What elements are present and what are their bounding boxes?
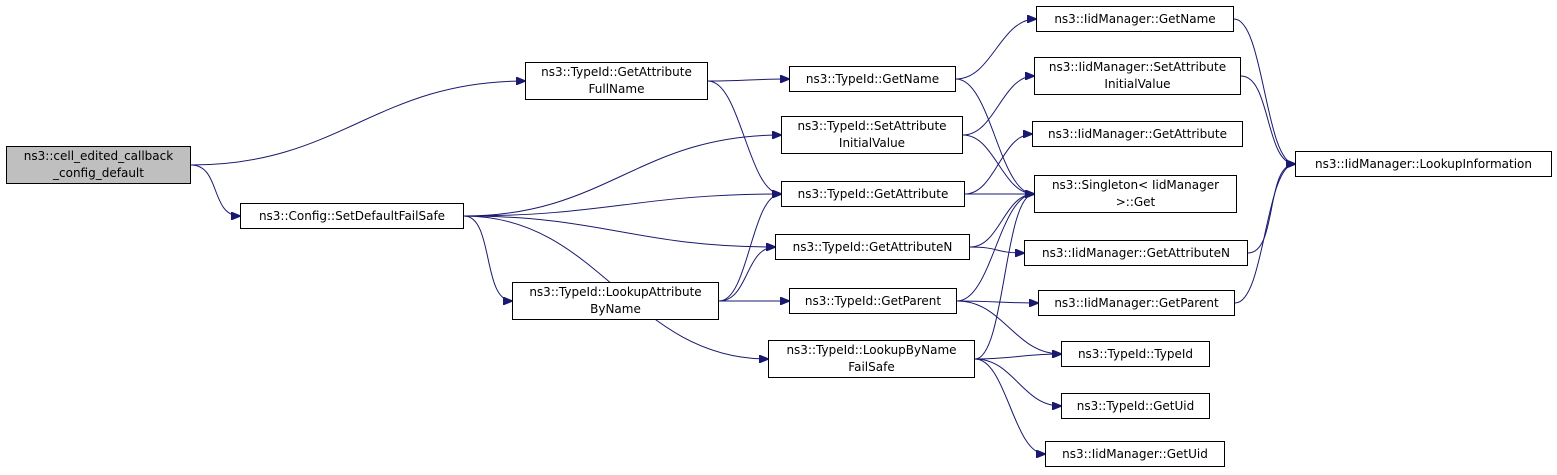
edge-set_default_failsafe-to-typeid_set_attr_initial — [463, 135, 781, 217]
edge-typeid_get_parent-to-typeid_ctor — [956, 300, 1061, 354]
node-iidmanager-get-attribute[interactable]: ns3::IidManager::GetAttribute — [1032, 121, 1243, 147]
edge-set_default_failsafe-to-typeid_get_attribute — [463, 194, 781, 217]
edge-typeid_set_attr_initial-to-iid_set_attr_initial — [962, 76, 1034, 136]
node-label-line: InitialValue — [838, 136, 906, 150]
edge-typeid_get_name-to-iid_get_name — [955, 19, 1036, 80]
edge-iid_get_name-to-iid_lookup_information — [1233, 18, 1295, 164]
edge-iid_get_parent-to-iid_lookup_information — [1234, 164, 1295, 304]
node-label-line: InitialValue — [1104, 77, 1171, 91]
edge-typeid_lookup_by_name-to-singleton_get — [974, 194, 1034, 360]
node-label-line: ns3::TypeId::TypeId — [1077, 346, 1194, 361]
edge-typeid_lookup_by_name-to-iid_get_uid — [974, 358, 1045, 454]
node-typeid-get-parent[interactable]: ns3::TypeId::GetParent — [789, 288, 957, 314]
node-label-line: >::Get — [1115, 195, 1156, 209]
node-label-line: ns3::IidManager::GetAttributeN — [1042, 245, 1230, 260]
node-label-line: FullName — [588, 82, 645, 96]
node-label-line: ns3::IidManager::LookupInformation — [1315, 156, 1532, 171]
node-label-line: ns3::TypeId::GetAttribute — [541, 65, 692, 79]
edge-iid_set_attr_initial-to-iid_lookup_information — [1240, 75, 1295, 164]
node-typeid-get-name[interactable]: ns3::TypeId::GetName — [789, 66, 956, 92]
node-typeid-typeid[interactable]: ns3::TypeId::TypeId — [1061, 341, 1210, 367]
edge-typeid_get_parent-to-iid_get_parent — [956, 301, 1038, 303]
edge-get_attribute_full_name-to-typeid_get_attribute — [707, 80, 781, 194]
node-label-line: ns3::cell_edited_callback — [23, 149, 174, 163]
node-label-line: ns3::IidManager::GetAttribute — [1048, 126, 1227, 141]
node-typeid-lookup-attribute-by-name[interactable]: ns3::TypeId::LookupAttribute ByName — [512, 282, 719, 320]
node-singleton-iidmanager-get[interactable]: ns3::Singleton< IidManager >::Get — [1034, 175, 1237, 213]
edge-set_default_failsafe-to-lookup_attribute_by_name — [463, 215, 512, 301]
node-typeid-get-uid[interactable]: ns3::TypeId::GetUid — [1061, 393, 1210, 419]
node-label-line: ns3::Config::SetDefaultFailSafe — [258, 208, 446, 223]
edge-typeid_get_name-to-singleton_get — [955, 78, 1034, 194]
node-label-line: FailSafe — [848, 360, 895, 374]
node-label-line: ns3::IidManager::GetName — [1054, 11, 1216, 26]
node-label-line: ns3::TypeId::GetParent — [804, 293, 942, 308]
node-iidmanager-get-name[interactable]: ns3::IidManager::GetName — [1036, 6, 1234, 32]
edge-get_attribute_full_name-to-typeid_get_name — [707, 79, 789, 81]
node-label-line: ns3::TypeId::SetAttribute — [797, 119, 947, 133]
node-label-line: ns3::TypeId::GetName — [805, 71, 940, 86]
node-iidmanager-set-attribute-initial-value[interactable]: ns3::IidManager::SetAttribute InitialVal… — [1034, 57, 1241, 95]
edge-lookup_attribute_by_name-to-typeid_get_attribute — [718, 194, 781, 302]
edge-cell_edited-to-get_attribute_full_name — [190, 81, 525, 166]
node-label-line: ns3::TypeId::GetAttribute — [797, 186, 949, 201]
edge-lookup_attribute_by_name-to-typeid_get_attribute_n — [718, 247, 775, 302]
edge-set_default_failsafe-to-typeid_get_attribute_n — [463, 215, 775, 247]
node-typeid-lookup-by-name-fail-safe[interactable]: ns3::TypeId::LookupByName FailSafe — [768, 340, 975, 378]
node-label-line: ByName — [590, 302, 641, 316]
node-label-line: ns3::TypeId::GetUid — [1076, 398, 1195, 413]
node-label-line: ns3::Singleton< IidManager — [1051, 178, 1220, 192]
edge-typeid_lookup_by_name-to-typeid_get_uid — [974, 358, 1061, 406]
node-typeid-get-attribute[interactable]: ns3::TypeId::GetAttribute — [781, 181, 965, 207]
node-iidmanager-get-parent[interactable]: ns3::IidManager::GetParent — [1038, 290, 1235, 316]
edge-typeid_get_parent-to-singleton_get — [956, 194, 1034, 302]
node-label-line: ns3::IidManager::GetUid — [1062, 446, 1208, 461]
node-label-line: ns3::TypeId::LookupAttribute — [529, 285, 702, 299]
node-label-line: ns3::TypeId::GetAttributeN — [792, 239, 953, 254]
node-iidmanager-lookup-information[interactable]: ns3::IidManager::LookupInformation — [1295, 151, 1552, 177]
edge-typeid_get_attribute_n-to-iid_get_attribute_n — [969, 246, 1024, 253]
edge-typeid_get_attribute-to-iid_get_attribute — [964, 134, 1032, 195]
edge-iid_get_attribute_n-to-iid_lookup_information — [1247, 164, 1295, 254]
node-typeid-set-attribute-initial-value[interactable]: ns3::TypeId::SetAttribute InitialValue — [781, 116, 963, 154]
node-iidmanager-get-attribute-n[interactable]: ns3::IidManager::GetAttributeN — [1024, 240, 1248, 266]
node-typeid-get-attribute-n[interactable]: ns3::TypeId::GetAttributeN — [775, 234, 970, 260]
node-label-line: ns3::TypeId::LookupByName — [786, 343, 957, 357]
node-config-set-default-fail-safe[interactable]: ns3::Config::SetDefaultFailSafe — [240, 203, 464, 229]
edge-typeid_lookup_by_name-to-typeid_ctor — [974, 354, 1061, 360]
node-label-line: ns3::IidManager::SetAttribute — [1048, 60, 1227, 74]
node-cell-edited-callback-config-default: ns3::cell_edited_callback _config_defaul… — [6, 146, 191, 184]
node-label-line: ns3::IidManager::GetParent — [1054, 295, 1219, 310]
node-typeid-get-attribute-full-name[interactable]: ns3::TypeId::GetAttribute FullName — [525, 62, 708, 100]
edge-cell_edited-to-set_default_failsafe — [190, 164, 240, 216]
node-label-line: _config_default — [53, 166, 144, 180]
node-iidmanager-get-uid[interactable]: ns3::IidManager::GetUid — [1045, 441, 1225, 467]
